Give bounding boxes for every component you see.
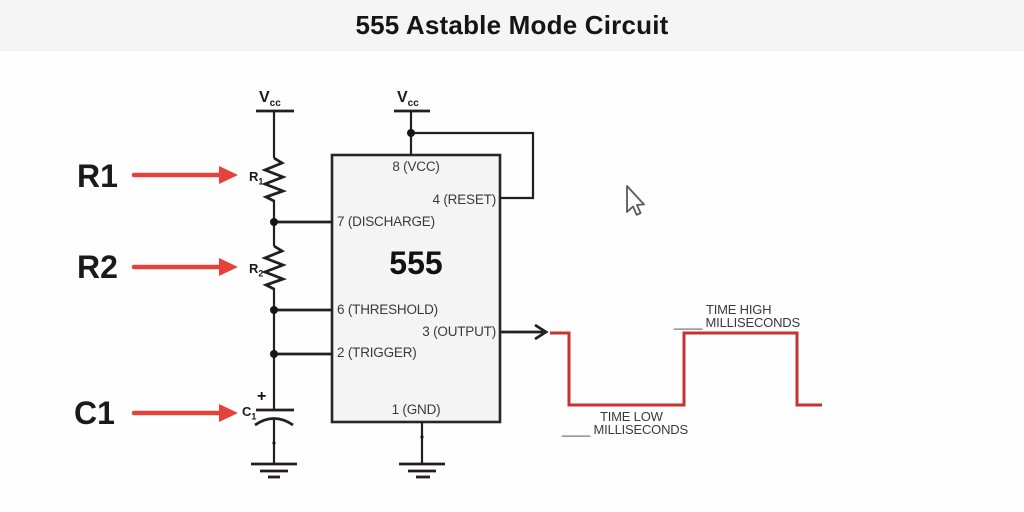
waveform-label-time-high-blank: ____ MILLISECONDS [674, 315, 800, 330]
output-arrow [500, 323, 549, 341]
waveform-label-time-high: TIME HIGH [706, 302, 772, 317]
component-label-r2: R2 [249, 261, 264, 279]
vcc-left-symbol [256, 109, 294, 158]
callout-label-c1: C1 [74, 395, 115, 431]
component-label-r1: R1 [249, 169, 264, 187]
wire-discharge [270, 218, 332, 226]
pin-label-reset: 4 (RESET) [432, 192, 497, 207]
vcc-label-right: Vcc [397, 89, 419, 110]
callout-label-r1: R1 [77, 158, 118, 194]
capacitor-c1-symbol [254, 408, 294, 464]
pin-label-gnd: 1 (GND) [391, 402, 441, 417]
pin-label-trigger: 2 (TRIGGER) [337, 345, 417, 360]
waveform-label-time-low: TIME LOW [600, 409, 663, 424]
wire-vcc-to-reset [407, 129, 535, 200]
title-bar: 555 Astable Mode Circuit [0, 0, 1024, 51]
wire-trigger [270, 350, 332, 358]
mouse-cursor [626, 185, 645, 216]
pin-label-output: 3 (OUTPUT) [422, 324, 496, 339]
component-label-c1: C1 [242, 404, 257, 422]
chip-555-body [330, 153, 502, 424]
output-square-wave [550, 331, 822, 407]
chip-label-555: 555 [389, 245, 443, 281]
ground-symbol-chip [399, 422, 445, 479]
ground-symbol-left [251, 462, 297, 479]
resistor-r1-symbol [261, 156, 288, 203]
pin-label-vcc: 8 (VCC) [392, 159, 440, 174]
capacitor-polarity-plus: + [257, 388, 267, 405]
waveform-label-time-low-blank: ____ MILLISECONDS [562, 422, 688, 437]
page-title: 555 Astable Mode Circuit [355, 10, 669, 40]
callout-arrow-r2 [131, 258, 238, 276]
pin-label-threshold: 6 (THRESHOLD) [337, 302, 438, 317]
resistor-r2-symbol [261, 244, 288, 291]
vcc-label-left: Vcc [259, 89, 281, 110]
callout-label-r2: R2 [77, 249, 118, 285]
wire-threshold [270, 306, 332, 314]
pin-label-discharge: 7 (DISCHARGE) [337, 214, 435, 229]
callout-arrow-r1 [131, 166, 238, 184]
callout-arrow-c1 [131, 404, 238, 422]
